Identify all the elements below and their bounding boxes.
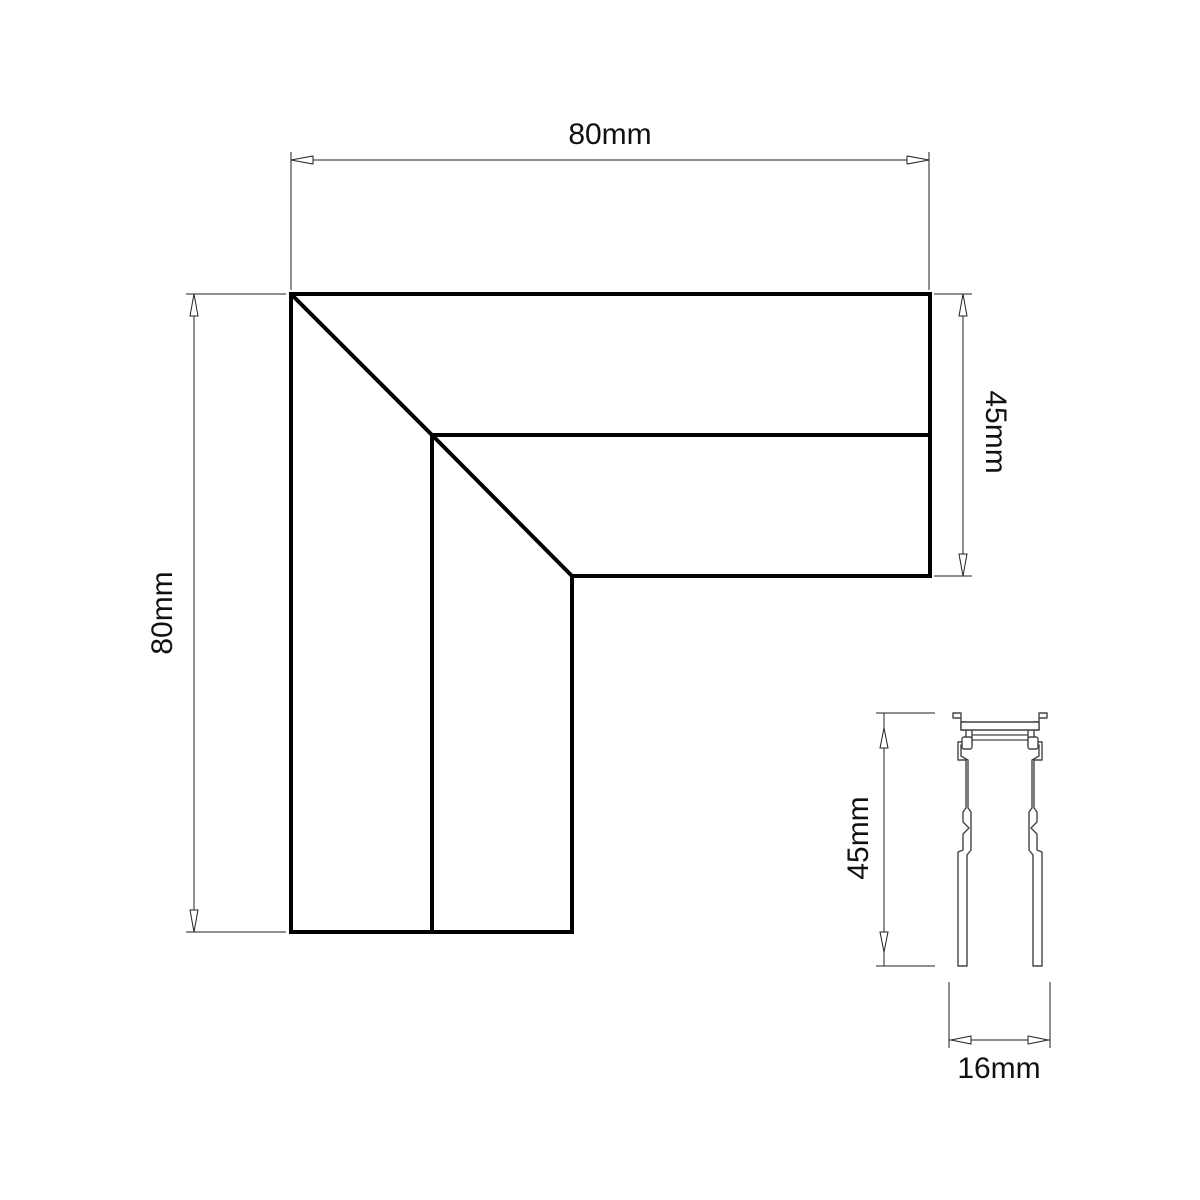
profile-right-wall xyxy=(1027,712,1048,967)
profile-height-dimension: 45mm xyxy=(842,712,935,967)
arrowhead-down xyxy=(879,931,889,953)
arrowhead-up xyxy=(189,293,199,317)
inner-miter-line xyxy=(430,433,574,578)
arrowhead-up xyxy=(879,727,889,749)
arrowhead-left xyxy=(950,1035,972,1045)
top-width-label: 80mm xyxy=(568,118,651,151)
profile-left-slot xyxy=(961,736,973,750)
arrowhead-down xyxy=(958,553,968,577)
profile-right-slot xyxy=(1027,736,1039,750)
track-profile-cross-section xyxy=(952,712,1048,967)
profile-height-label: 45mm xyxy=(842,796,875,879)
profile-width-dimension: 16mm xyxy=(948,982,1051,1085)
profile-left-wall xyxy=(952,712,973,967)
right-height-label: 45mm xyxy=(979,390,1012,473)
arrowhead-down xyxy=(189,909,199,933)
left-height-dimension: 80mm xyxy=(146,293,286,933)
right-height-dimension: 45mm xyxy=(934,293,1012,577)
profile-top-bridge xyxy=(960,721,1040,731)
outer-miter-line xyxy=(289,292,434,437)
profile-width-label: 16mm xyxy=(957,1052,1040,1085)
arrowhead-right xyxy=(906,155,930,165)
arrowhead-right xyxy=(1027,1035,1049,1045)
left-height-label: 80mm xyxy=(146,571,179,654)
top-width-dimension: 80mm xyxy=(290,118,930,290)
l-connector-top-view xyxy=(289,292,932,934)
arrowhead-up xyxy=(958,293,968,317)
arrowhead-left xyxy=(290,155,314,165)
